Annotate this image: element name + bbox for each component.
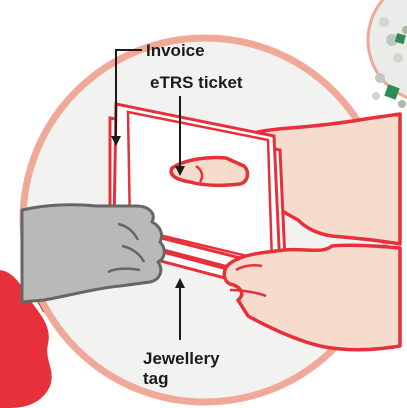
etrs-ticket-label: eTRS ticket [150, 73, 243, 92]
jewellery-tag-label-line2: tag [143, 369, 169, 388]
circle-content [20, 49, 402, 352]
jewellery-tag-label-line1: Jewellery [143, 349, 220, 368]
right-hand-lower [222, 243, 402, 352]
invoice-label: Invoice [146, 41, 205, 60]
jewellery-necklace-graphic [366, 0, 407, 108]
invoice-callout [115, 49, 142, 140]
red-splash-graphic [0, 270, 52, 408]
right-thumb [169, 155, 250, 188]
